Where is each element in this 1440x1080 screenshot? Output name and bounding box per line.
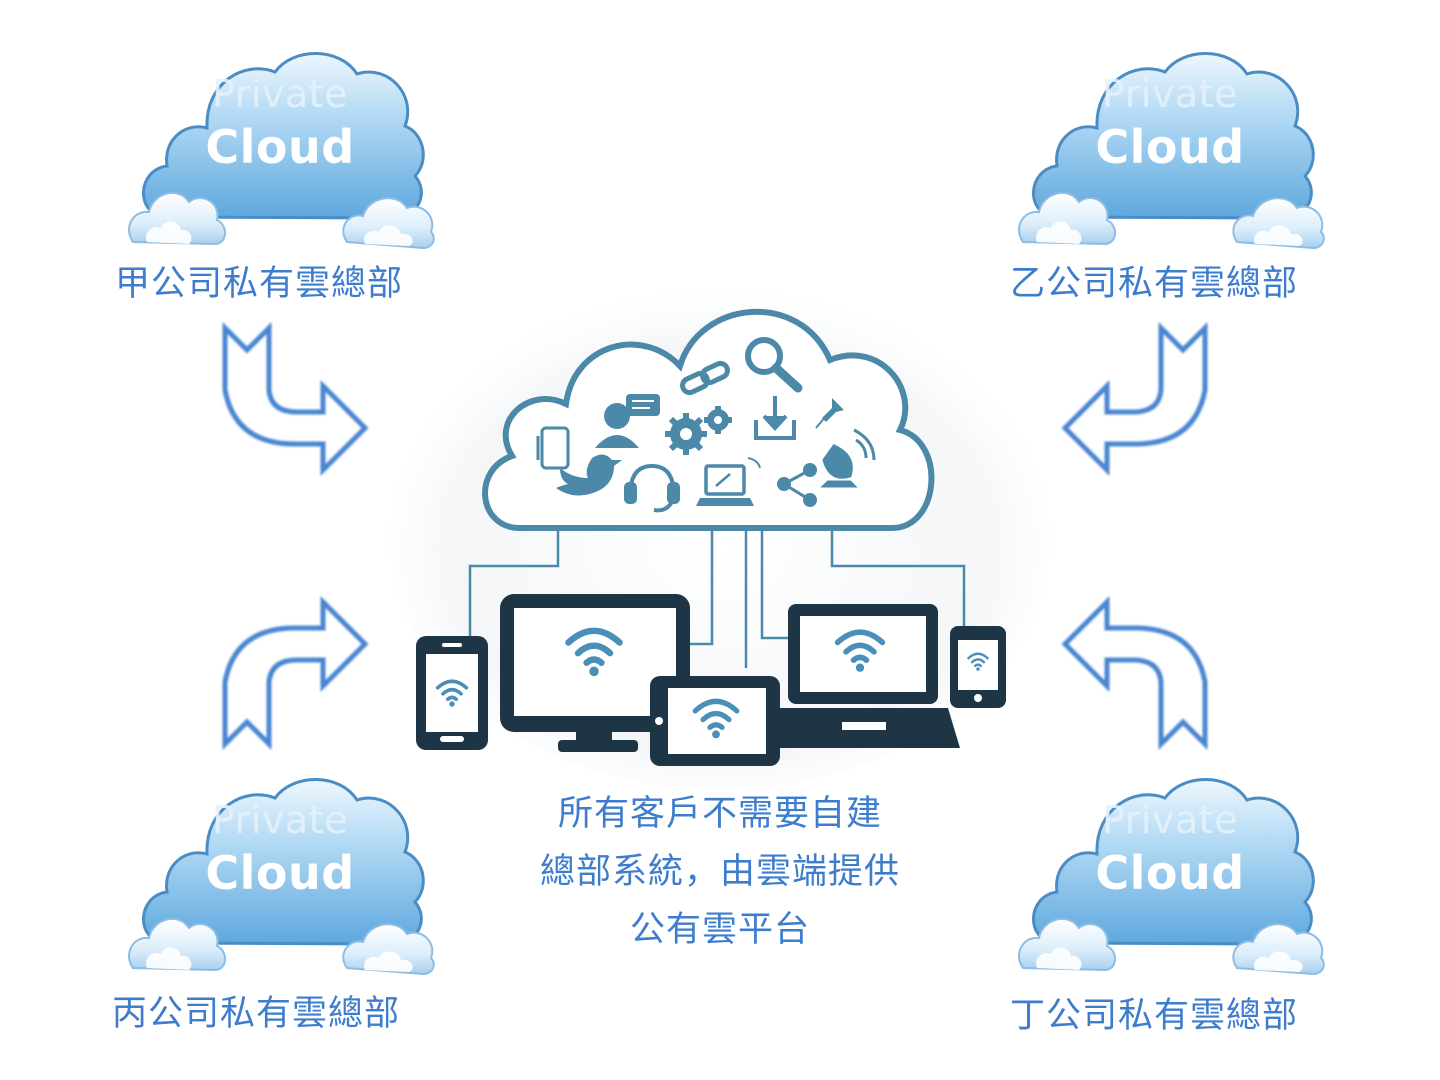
smartphone-device-small — [950, 626, 1006, 708]
bird-icon — [556, 454, 622, 496]
headset-icon — [624, 463, 680, 513]
user-chat-icon — [595, 394, 660, 448]
desktop-monitor-device — [500, 594, 690, 752]
public-cloud-diagram — [390, 290, 1050, 790]
search-icon — [745, 337, 803, 393]
satellite-icon — [820, 428, 876, 488]
cloud-line1: Private — [1102, 798, 1238, 842]
cloud-line2: Cloud — [1095, 120, 1245, 174]
cloud-line2: Cloud — [205, 846, 355, 900]
private-cloud-c: Private Cloud — [125, 768, 435, 978]
tablet-icon — [536, 426, 570, 470]
arrow-icon-d — [1055, 592, 1215, 752]
cloud-line1: Private — [1102, 72, 1238, 116]
center-line-3: 公有雲平台 — [629, 910, 810, 950]
hq-label-c: 丙公司私有雲總部 — [112, 994, 401, 1034]
gears-icon — [665, 406, 732, 455]
smartphone-device — [416, 636, 488, 750]
tablet-device — [650, 676, 780, 766]
private-cloud-b: Private Cloud — [1015, 42, 1325, 252]
hq-label-a: 甲公司私有雲總部 — [115, 264, 404, 304]
center-line-1: 所有客戶不需要自建 — [557, 794, 882, 834]
hq-label-d: 丁公司私有雲總部 — [1010, 996, 1299, 1036]
arrow-icon-c — [215, 592, 375, 752]
hq-label-b: 乙公司私有雲總部 — [1010, 264, 1299, 304]
center-description: 所有客戶不需要自建 總部系統，由雲端提供 公有雲平台 — [480, 785, 960, 959]
cloud-line1: Private — [212, 72, 348, 116]
share-icon — [777, 463, 817, 507]
cloud-line2: Cloud — [1095, 846, 1245, 900]
private-cloud-a: Private Cloud — [125, 42, 435, 252]
private-cloud-d: Private Cloud — [1015, 768, 1325, 978]
laptop-icon — [696, 457, 761, 506]
link-icon — [680, 360, 730, 396]
arrow-icon-a — [215, 320, 375, 480]
cloud-line2: Cloud — [205, 120, 355, 174]
cloud-line1: Private — [212, 798, 348, 842]
laptop-device — [768, 604, 960, 748]
arrow-icon-b — [1055, 320, 1215, 480]
center-line-2: 總部系統，由雲端提供 — [539, 852, 900, 892]
pin-icon — [815, 398, 844, 429]
download-icon — [754, 396, 796, 440]
